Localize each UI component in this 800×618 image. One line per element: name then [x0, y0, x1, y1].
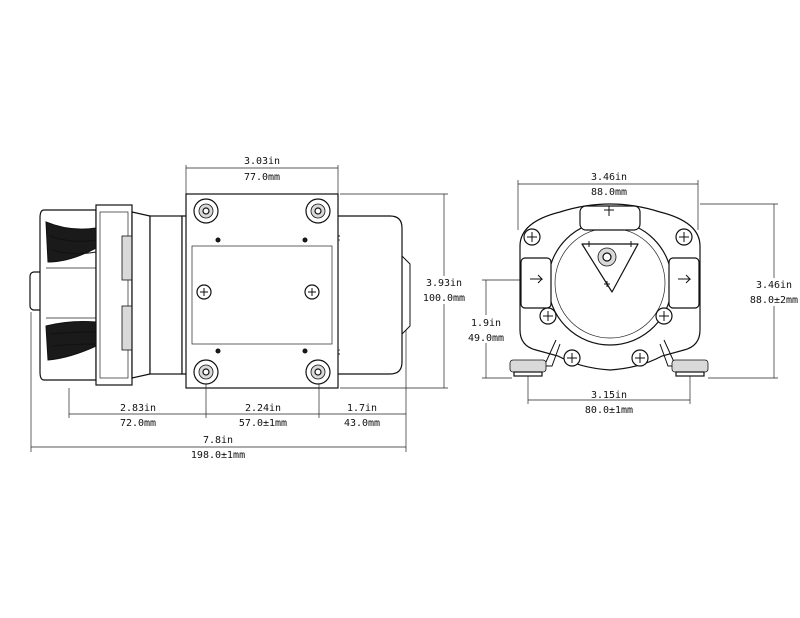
- plate-screw: [196, 284, 212, 300]
- head-screw: [675, 228, 693, 246]
- mounting-bolt: [305, 198, 331, 224]
- outlet-port: [668, 257, 700, 309]
- side-width-in: 3.03in: [244, 156, 280, 167]
- mounting-bolt: [305, 359, 331, 385]
- foot-span-in: 3.15in: [591, 390, 627, 401]
- overall-mm: 198.0±1mm: [191, 450, 245, 461]
- mounting-bolt: [193, 359, 219, 385]
- front-height-mm: 88.0±2mm: [750, 295, 798, 306]
- rubber-foot: [671, 359, 709, 373]
- mounting-bolt: [193, 198, 219, 224]
- head-screw: [523, 228, 541, 246]
- side-height-mm: 100.0mm: [423, 293, 465, 304]
- head-screw: [539, 307, 557, 325]
- port-height-mm: 49.0mm: [468, 333, 504, 344]
- plate-screw: [304, 284, 320, 300]
- pump-side-view: [29, 193, 411, 389]
- head-screw: [655, 307, 673, 325]
- front-width-in: 3.46in: [591, 172, 627, 183]
- seg3-mm: 43.0mm: [344, 418, 380, 429]
- seg1-in: 2.83in: [120, 403, 156, 414]
- head-screw: [631, 349, 649, 367]
- foot-span-mm: 80.0±1mm: [585, 405, 633, 416]
- front-width-mm: 88.0mm: [591, 187, 627, 198]
- seg1-mm: 72.0mm: [120, 418, 156, 429]
- seg2-in: 2.24in: [245, 403, 281, 414]
- front-height-in: 3.46in: [756, 280, 792, 291]
- side-width-mm: 77.0mm: [244, 172, 280, 183]
- rubber-foot: [509, 359, 547, 373]
- pump-front-view: [509, 203, 709, 377]
- head-screw: [563, 349, 581, 367]
- seg2-mm: 57.0±1mm: [239, 418, 287, 429]
- overall-in: 7.8in: [203, 435, 233, 446]
- side-height-in: 3.93in: [426, 278, 462, 289]
- inlet-port: [520, 257, 552, 309]
- port-height-in: 1.9in: [471, 318, 501, 329]
- seg3-in: 1.7in: [347, 403, 377, 414]
